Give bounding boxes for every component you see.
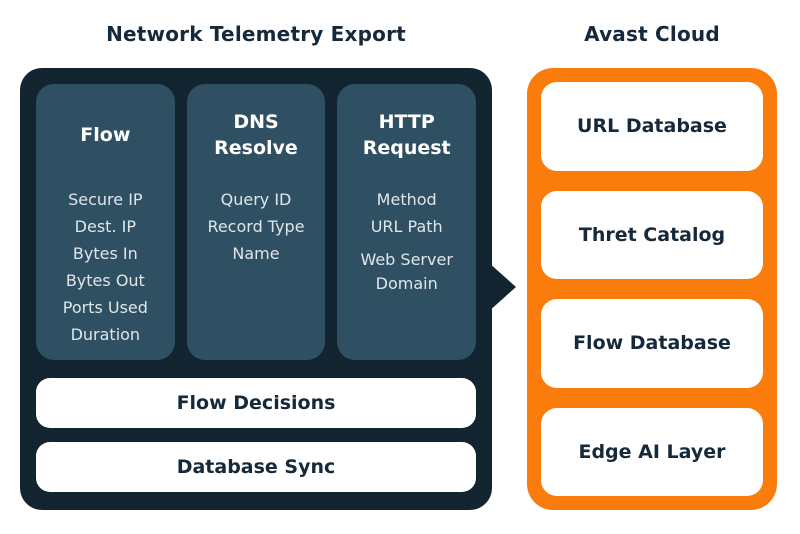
edge-ai-layer-box: Edge AI Layer bbox=[541, 407, 763, 496]
column-http-request-items: Method URL Path Web Server Domain bbox=[337, 186, 476, 296]
column-dns-resolve: DNS Resolve Query ID Record Type Name bbox=[186, 84, 326, 360]
column-dns-resolve-items: Query ID Record Type Name bbox=[199, 186, 312, 267]
column-flow-title: Flow bbox=[80, 124, 131, 147]
list-item: Record Type bbox=[207, 217, 305, 236]
list-item: Bytes In bbox=[72, 244, 138, 263]
avast-cloud-panel: URL Database Thret Catalog Flow Database… bbox=[527, 68, 777, 510]
list-item: Name bbox=[232, 244, 280, 263]
list-item: URL Path bbox=[370, 217, 443, 236]
column-http-request: HTTP Request Method URL Path Web Server … bbox=[337, 84, 477, 360]
list-item: Duration bbox=[70, 325, 141, 344]
threat-catalog-box: Thret Catalog bbox=[541, 190, 763, 279]
list-item: Web Server Domain bbox=[360, 250, 453, 293]
right-section-title: Avast Cloud bbox=[584, 22, 720, 46]
column-flow-items: Secure IP Dest. IP Bytes In Bytes Out Po… bbox=[55, 186, 156, 348]
flow-decisions-bar: Flow Decisions bbox=[36, 378, 476, 428]
list-item: Ports Used bbox=[62, 298, 148, 317]
left-section-title: Network Telemetry Export bbox=[106, 22, 406, 46]
list-item: Method bbox=[376, 190, 437, 209]
list-item: Query ID bbox=[220, 190, 292, 209]
url-database-box: URL Database bbox=[541, 82, 763, 171]
database-sync-bar: Database Sync bbox=[36, 442, 476, 492]
column-flow: Flow Secure IP Dest. IP Bytes In Bytes O… bbox=[36, 84, 175, 360]
list-item: Secure IP bbox=[68, 190, 143, 209]
export-arrow-icon bbox=[488, 262, 516, 312]
telemetry-export-panel: Flow Secure IP Dest. IP Bytes In Bytes O… bbox=[20, 68, 492, 510]
list-item: Dest. IP bbox=[74, 217, 136, 236]
column-http-request-title: HTTP Request bbox=[362, 111, 451, 159]
telemetry-columns: Flow Secure IP Dest. IP Bytes In Bytes O… bbox=[36, 84, 477, 360]
list-item: Bytes Out bbox=[65, 271, 145, 290]
flow-database-box: Flow Database bbox=[541, 299, 763, 388]
column-dns-resolve-title: DNS Resolve bbox=[214, 111, 298, 159]
